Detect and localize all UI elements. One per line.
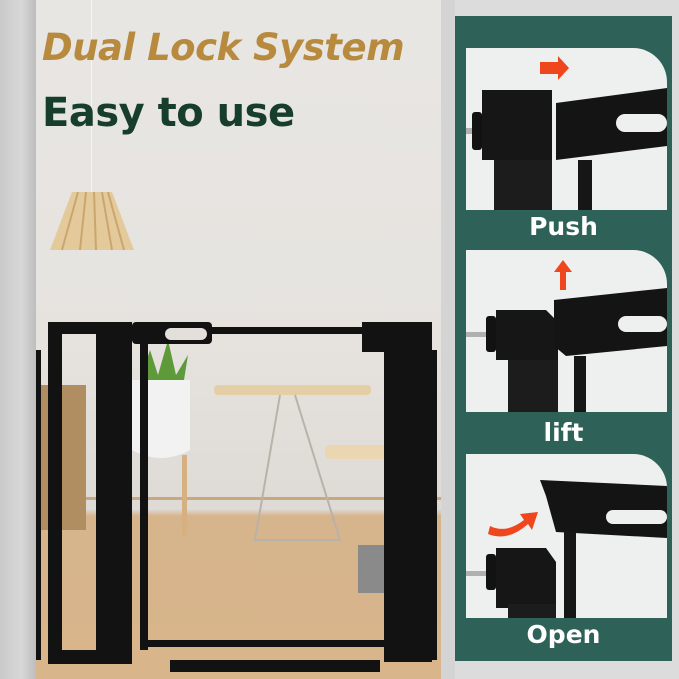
headline-subtitle: Easy to use: [42, 90, 295, 136]
door-frame-left: [0, 0, 36, 679]
step-image-open: [466, 454, 667, 618]
headline-title: Dual Lock System: [42, 26, 405, 69]
arrow-right-icon: [540, 56, 569, 80]
step-label-lift: lift: [543, 418, 584, 447]
product-scene: Dual Lock System Easy to use: [0, 0, 455, 679]
step-image-lift: [466, 250, 667, 412]
step-image-push: [466, 48, 667, 210]
baseboard: [36, 497, 441, 500]
lamp-cord: [91, 0, 92, 200]
step-label-push: Push: [529, 212, 598, 241]
curved-arrow-icon: [488, 512, 538, 537]
pendant-lamp-icon: [50, 191, 134, 251]
arrow-up-icon: [554, 260, 572, 290]
door-frame-right: [441, 0, 455, 679]
baby-gate-illustration: [36, 322, 437, 672]
step-label-open: Open: [526, 620, 601, 649]
